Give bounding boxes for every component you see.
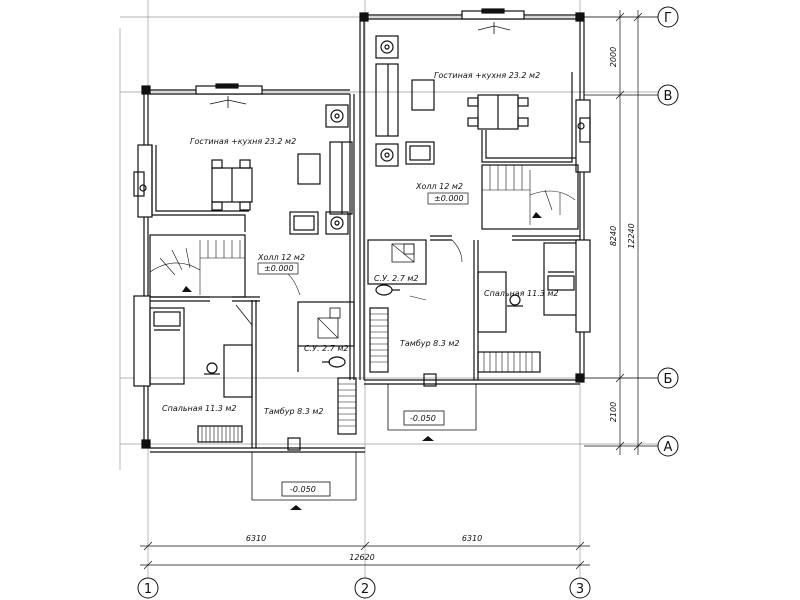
axis-markers: Г В Б А 1 2 3 [137, 6, 679, 599]
dim-right-mid: 8240 [609, 226, 618, 246]
room-right-living-label: Гостиная +кухня 23.2 м2 [434, 71, 540, 80]
axis-label-b: Б [664, 372, 673, 387]
axis-grid-lines [119, 0, 660, 585]
room-left-entry-level: -0.050 [290, 485, 316, 494]
room-left-wc-label: С.У. 2.7 м2 [304, 344, 348, 353]
room-left-hall-label: Холл 12 м2 [257, 253, 305, 262]
room-right-hall-label: Холл 12 м2 [415, 182, 463, 191]
axis-label-1: 1 [144, 582, 152, 597]
axis-col-1-marker: 1 [137, 577, 159, 599]
room-left-level-box [257, 262, 299, 275]
room-left-bedroom-label: Спальная 11.3 м2 [162, 404, 237, 413]
axis-label-a: А [664, 440, 673, 455]
axis-label-g: Г [664, 11, 672, 26]
room-right-bedroom-label: Спальная 11.3 м2 [484, 289, 559, 298]
room-right-wc-label: С.У. 2.7 м2 [374, 274, 418, 283]
room-right-vestibule-label: Тамбур 8.3 м2 [400, 339, 460, 348]
room-left-living-label: Гостиная +кухня 23.2 м2 [190, 137, 296, 146]
axis-row-b-marker: Б [584, 367, 679, 389]
dim-right-total: 12240 [627, 223, 636, 248]
room-left-hall-level: ±0.000 [264, 264, 294, 273]
dim-bottom-left: 6310 [246, 534, 266, 543]
dim-bottom-right: 6310 [462, 534, 482, 543]
dimension-lines [140, 10, 643, 570]
walls-right-unit [359, 8, 591, 441]
room-right-hall-level: ±0.000 [434, 194, 464, 203]
axis-label-2: 2 [361, 582, 369, 597]
axis-col-3-marker: 3 [569, 577, 591, 599]
dim-right-top: 2000 [609, 47, 618, 67]
room-left-vestibule-label: Тамбур 8.3 м2 [264, 407, 324, 416]
axis-col-2-marker: 2 [354, 577, 376, 599]
walls-left-unit [133, 83, 365, 510]
axis-row-a-marker: А [584, 435, 679, 457]
room-right-entry-level: -0.050 [410, 414, 436, 423]
room-right-level-box [427, 192, 469, 205]
axis-row-v-marker: В [584, 84, 679, 106]
dim-bottom-total: 12620 [349, 553, 374, 562]
axis-row-g-marker: Г [584, 6, 679, 28]
dim-right-bottom: 2100 [609, 402, 618, 422]
axis-label-3: 3 [576, 582, 584, 597]
axis-label-v: В [664, 89, 673, 104]
